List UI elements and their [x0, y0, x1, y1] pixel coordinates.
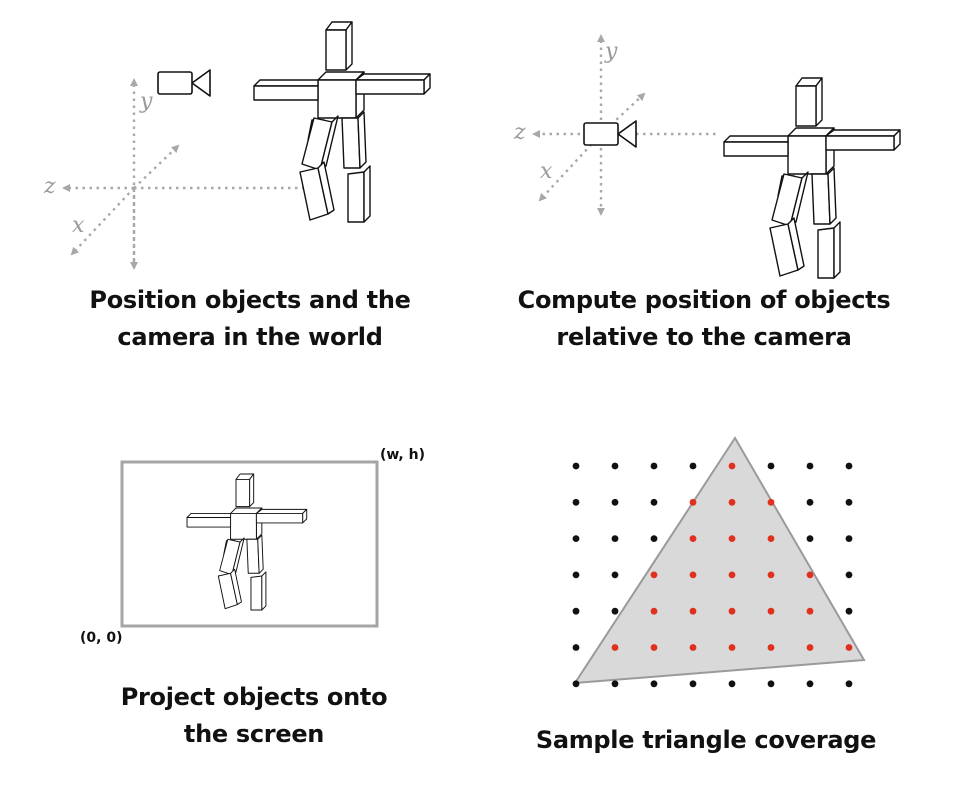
- sample-point: [689, 462, 697, 470]
- sample-grid: [572, 462, 853, 688]
- sample-point-covered: [689, 644, 697, 651]
- sample-point: [572, 535, 580, 542]
- sample-point-covered: [728, 607, 736, 615]
- camera-x-label: x: [540, 159, 553, 184]
- sample-point: [689, 680, 697, 688]
- camera-axes: [532, 34, 718, 216]
- sample-point: [572, 680, 580, 688]
- camera-icon: [157, 69, 211, 97]
- sample-point: [806, 535, 814, 542]
- sample-point: [806, 462, 814, 470]
- project-caption: Project objects onto the screen: [120, 683, 388, 748]
- sample-point-covered: [650, 571, 658, 579]
- sample-point-covered: [728, 498, 736, 506]
- world-x-axis: [70, 187, 135, 256]
- sample-point-covered: [650, 644, 658, 651]
- sample-point-covered: [767, 607, 775, 615]
- sample-point-covered: [689, 535, 697, 542]
- sample-point: [845, 498, 853, 506]
- camera-caption: Compute position of objects relative to …: [517, 286, 891, 351]
- sample-point-covered: [767, 644, 775, 651]
- sample-point-covered: [806, 571, 814, 579]
- camera-z-label: z: [513, 120, 526, 145]
- sample-point: [572, 571, 580, 579]
- camera-panel: y z x: [513, 34, 901, 279]
- sample-point-covered: [728, 571, 736, 579]
- sample-point: [572, 498, 580, 506]
- sample-point: [650, 498, 658, 506]
- sample-point: [611, 498, 619, 506]
- sample-point: [650, 680, 658, 688]
- sample-point: [572, 607, 580, 615]
- sample-panel: [572, 436, 866, 688]
- sample-point: [845, 462, 853, 470]
- sample-point: [845, 607, 853, 615]
- world-panel: y z x: [43, 21, 431, 270]
- stick-figure-projected: [186, 473, 308, 611]
- stick-figure-camera: [723, 77, 901, 279]
- stick-figure-world: [253, 21, 431, 223]
- sample-point-covered: [845, 644, 853, 651]
- sample-point-covered: [806, 607, 814, 615]
- sample-point-covered: [689, 498, 697, 506]
- sample-point-covered: [689, 571, 697, 579]
- sample-point: [650, 535, 658, 542]
- world-caption: Position objects and the camera in the w…: [89, 286, 411, 351]
- sample-point: [845, 571, 853, 579]
- world-y-label: y: [139, 89, 153, 114]
- sample-point: [611, 535, 619, 542]
- sample-point-covered: [767, 535, 775, 542]
- corner-label-top-right: (w, h): [380, 447, 425, 463]
- sample-point-covered: [611, 644, 619, 651]
- camera-icon: [583, 120, 637, 148]
- sample-point: [611, 571, 619, 579]
- world-x-label: x: [72, 213, 85, 238]
- sample-point: [611, 680, 619, 688]
- sample-point: [728, 680, 736, 688]
- camera-y-label: y: [604, 39, 618, 64]
- sample-point: [572, 644, 580, 651]
- sample-point-covered: [728, 535, 736, 542]
- sample-point: [806, 498, 814, 506]
- sample-point: [845, 680, 853, 688]
- sample-point-covered: [806, 644, 814, 651]
- sample-point-covered: [650, 607, 658, 615]
- sample-point: [767, 462, 775, 470]
- sample-point: [767, 680, 775, 688]
- sample-point-covered: [728, 644, 736, 651]
- triangle: [573, 436, 866, 685]
- world-axes: [62, 78, 320, 270]
- sample-point-covered: [767, 498, 775, 506]
- sample-point: [806, 680, 814, 688]
- sample-point: [611, 607, 619, 615]
- sample-point: [845, 535, 853, 542]
- sample-point-covered: [767, 571, 775, 579]
- sample-point-covered: [728, 462, 736, 470]
- sample-point: [572, 462, 580, 470]
- project-panel: [120, 460, 379, 628]
- sample-point-covered: [689, 607, 697, 615]
- sample-point: [611, 462, 619, 470]
- world-z-label: z: [43, 174, 56, 199]
- screen-frame: [120, 460, 379, 628]
- corner-label-bottom-left: (0, 0): [80, 630, 123, 646]
- sample-point: [650, 462, 658, 470]
- sample-caption: Sample triangle coverage: [535, 726, 877, 754]
